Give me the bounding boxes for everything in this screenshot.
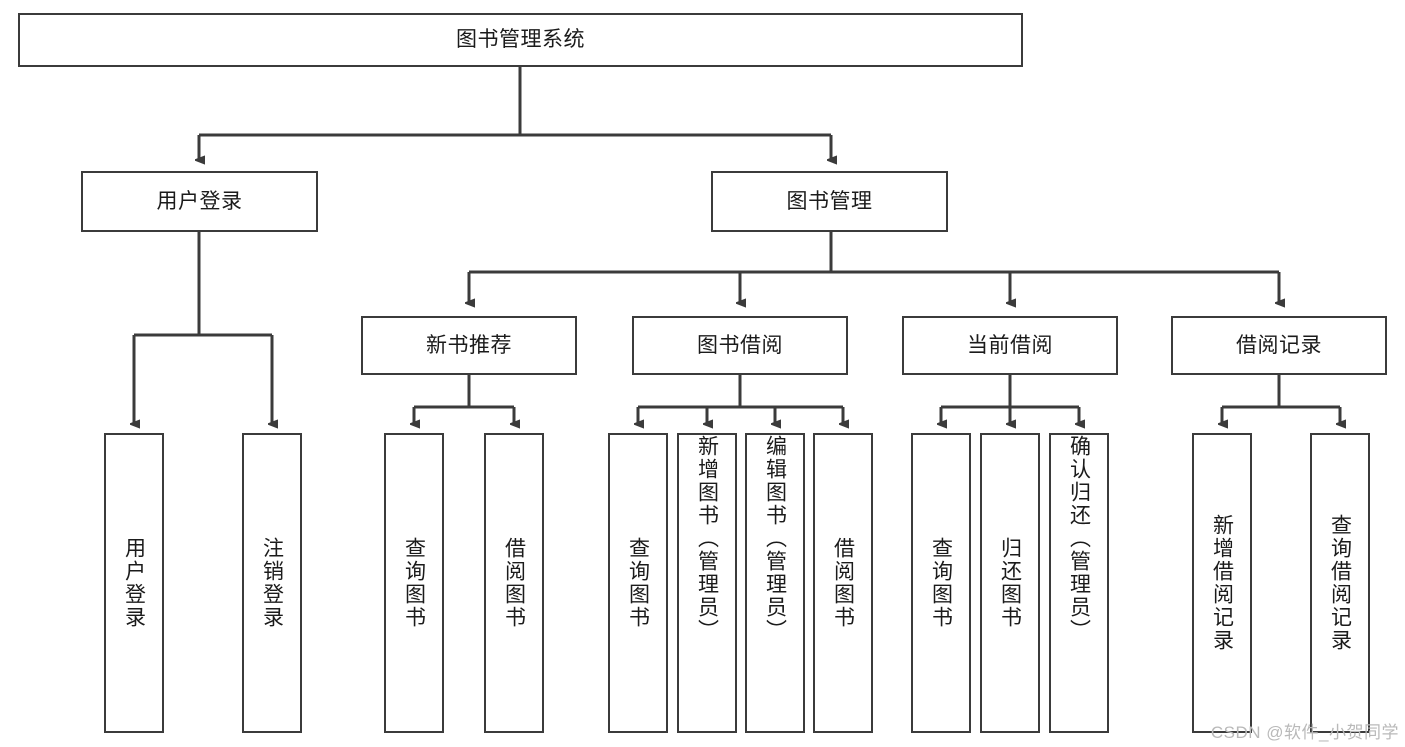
node-label: 新书推荐 — [426, 333, 512, 357]
node-label: 用户登录 — [156, 189, 243, 213]
leaf-user-login[interactable]: 用户登录 — [104, 433, 164, 733]
leaf-query-borrow-record[interactable]: 查询借阅记录 — [1310, 433, 1370, 733]
node-current-borrowing[interactable]: 当前借阅 — [902, 316, 1118, 375]
node-book-management[interactable]: 图书管理 — [711, 171, 948, 232]
node-label: 借阅图书 — [831, 537, 855, 629]
node-label: 归还图书 — [998, 537, 1022, 629]
leaf-logout-login[interactable]: 注销登录 — [242, 433, 302, 733]
node-label: 查询图书 — [402, 537, 426, 629]
leaf-borrow-book-new[interactable]: 借阅图书 — [484, 433, 544, 733]
leaf-confirm-return-admin[interactable]: 确认归还（管理员） — [1049, 433, 1109, 733]
node-label: 查询借阅记录 — [1328, 514, 1352, 652]
node-label: 注销登录 — [260, 537, 284, 629]
node-new-book-recommendation[interactable]: 新书推荐 — [361, 316, 577, 375]
leaf-borrow-book[interactable]: 借阅图书 — [813, 433, 873, 733]
node-label: 当前借阅 — [967, 333, 1053, 357]
node-label: 借阅图书 — [502, 537, 526, 629]
node-label: 图书管理系统 — [456, 28, 585, 52]
node-label: 查询图书 — [626, 537, 650, 629]
leaf-query-book-new[interactable]: 查询图书 — [384, 433, 444, 733]
node-label: 确认归还（管理员） — [1067, 435, 1091, 642]
node-label: 编辑图书（管理员） — [763, 435, 787, 642]
leaf-query-book-borrow[interactable]: 查询图书 — [608, 433, 668, 733]
node-book-management-system[interactable]: 图书管理系统 — [18, 13, 1023, 67]
leaf-return-book[interactable]: 归还图书 — [980, 433, 1040, 733]
leaf-add-borrow-record[interactable]: 新增借阅记录 — [1192, 433, 1252, 733]
leaf-add-book-admin[interactable]: 新增图书（管理员） — [677, 433, 737, 733]
node-user-login[interactable]: 用户登录 — [81, 171, 318, 232]
watermark-text: CSDN @软件_小贺同学 — [1210, 723, 1399, 742]
node-label: 新增借阅记录 — [1210, 514, 1234, 652]
node-label: 新增图书（管理员） — [695, 435, 719, 642]
node-label: 图书借阅 — [697, 333, 783, 357]
node-label: 查询图书 — [929, 537, 953, 629]
node-label: 图书管理 — [786, 189, 873, 213]
leaf-edit-book-admin[interactable]: 编辑图书（管理员） — [745, 433, 805, 733]
node-book-borrowing[interactable]: 图书借阅 — [632, 316, 848, 375]
node-label: 借阅记录 — [1236, 333, 1322, 357]
leaf-query-book-current[interactable]: 查询图书 — [911, 433, 971, 733]
node-borrowing-record[interactable]: 借阅记录 — [1171, 316, 1387, 375]
node-label: 用户登录 — [122, 537, 146, 629]
